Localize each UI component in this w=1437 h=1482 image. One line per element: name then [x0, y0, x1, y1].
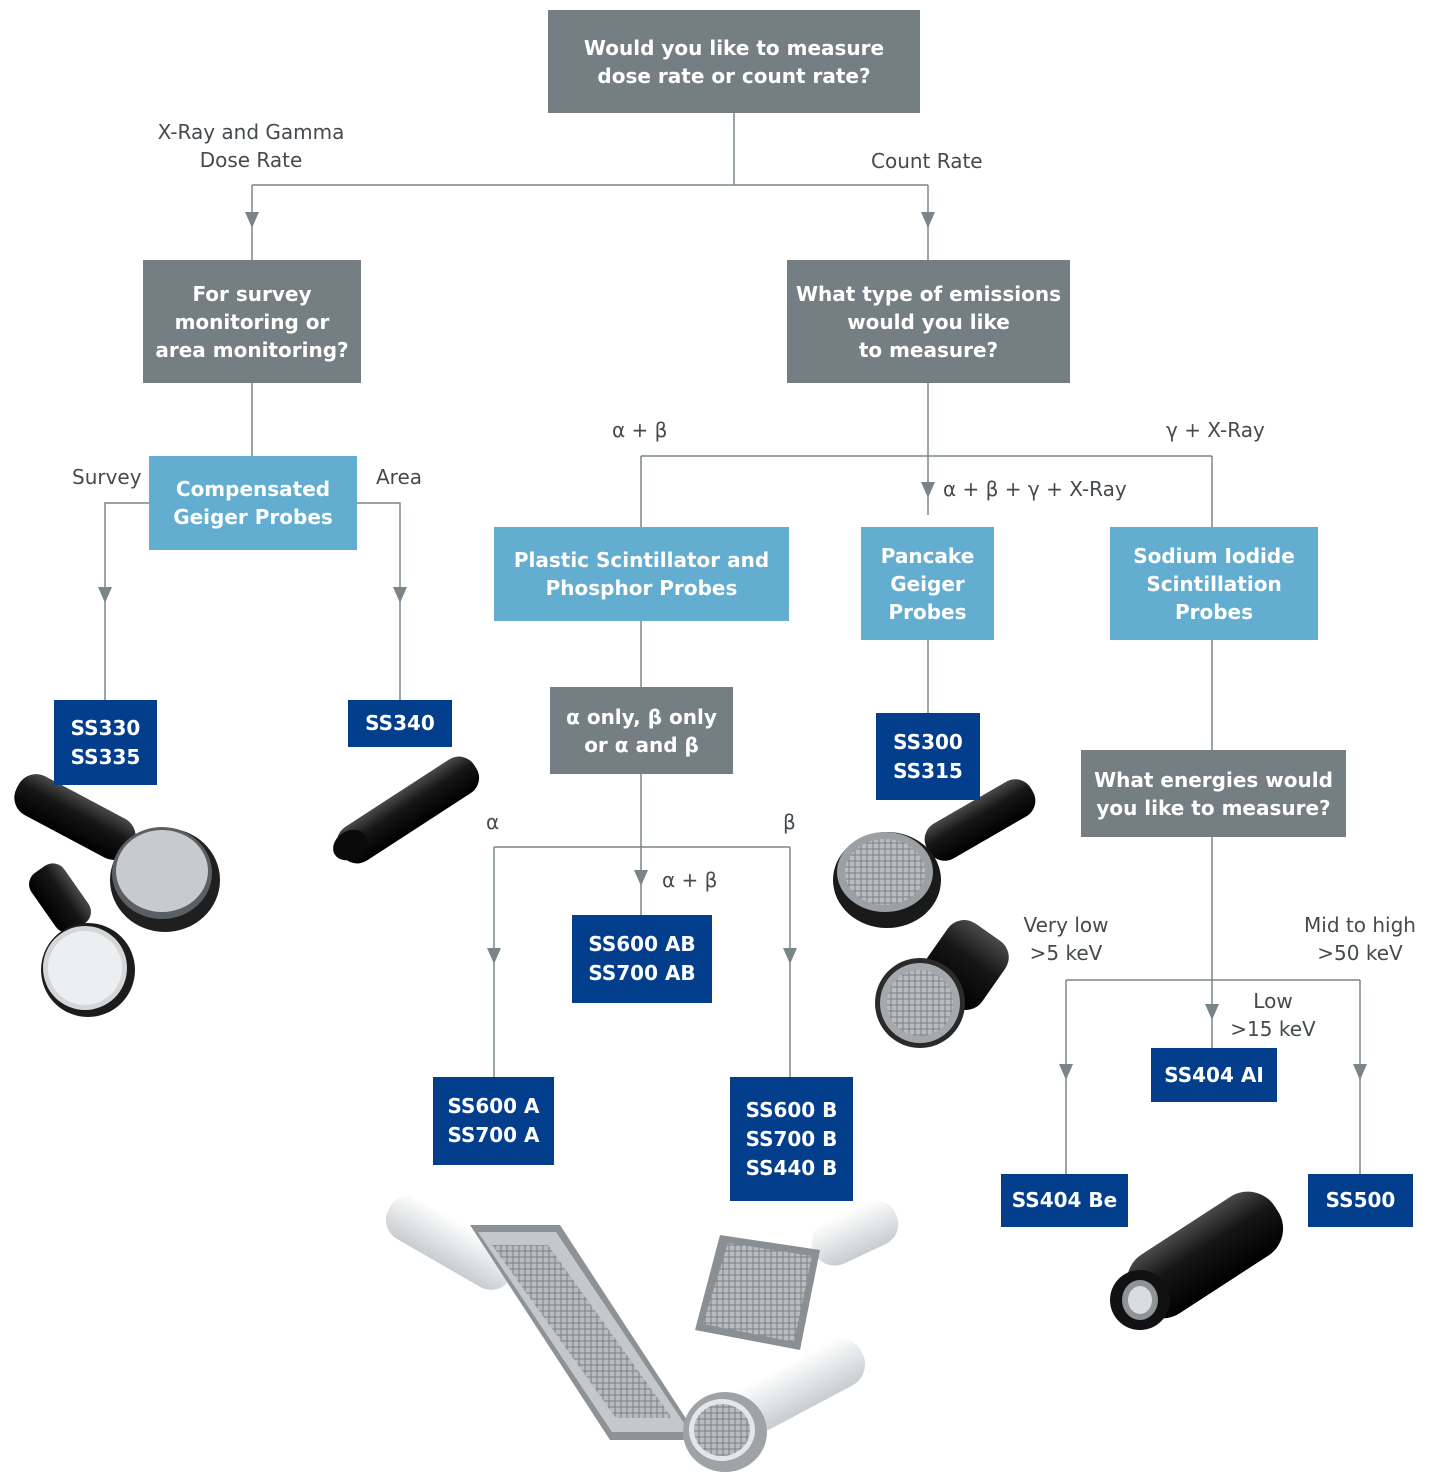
product-ss500-text: SS500: [1325, 1188, 1396, 1212]
label-survey: Survey: [72, 465, 142, 489]
label-all-emissions: α + β + γ + X-Ray: [943, 477, 1127, 501]
product-ss330-ss335: SS330 SS335: [54, 700, 157, 785]
category-sodium-iodide: Sodium Iodide Scintillation Probes: [1110, 527, 1318, 640]
label-dose-rate: X-Ray and Gamma Dose Rate: [157, 120, 345, 172]
ss340-probe-image: [333, 756, 480, 864]
label-gamma-xray: γ + X-Ray: [1166, 418, 1265, 442]
label-count-rate: Count Rate: [871, 149, 983, 173]
question-emission-type-text: What type of emissions would you like to…: [796, 281, 1061, 362]
product-ss600ab-ss700ab: SS600 AB SS700 AB: [572, 915, 712, 1003]
question-energies-text: What energies would you like to measure?: [1094, 767, 1333, 820]
question-dose-or-count-text: Would you like to measure dose rate or c…: [583, 35, 885, 88]
product-ss404ai-text: SS404 AI: [1164, 1062, 1264, 1087]
product-ss600ab-ss700ab-text: SS600 AB SS700 AB: [588, 932, 696, 985]
question-dose-or-count: Would you like to measure dose rate or c…: [548, 10, 920, 113]
question-alpha-beta: α only, β only or α and β: [550, 687, 733, 774]
product-ss300-ss315: SS300 SS315: [876, 713, 980, 800]
question-survey-or-area: For survey monitoring or area monitoring…: [143, 260, 361, 383]
label-alpha-plus-beta: α + β: [612, 418, 668, 442]
label-mid-high-energy: Mid to high >50 keV: [1304, 913, 1416, 965]
product-ss600a-ss700a: SS600 A SS700 A: [433, 1077, 554, 1165]
product-ss600a-ss700a-text: SS600 A SS700 A: [447, 1094, 540, 1147]
label-very-low-energy: Very low >5 keV: [1023, 913, 1109, 965]
product-ss600b-ss700b-ss440b-text: SS600 B SS700 B SS440 B: [745, 1097, 838, 1180]
product-ss404be-text: SS404 Be: [1011, 1188, 1118, 1212]
category-pancake-geiger-text: Pancake Geiger Probes: [880, 543, 975, 624]
question-survey-or-area-text: For survey monitoring or area monitoring…: [155, 281, 349, 362]
product-ss300-ss315-text: SS300 SS315: [893, 729, 963, 783]
product-ss330-ss335-text: SS330 SS335: [70, 715, 141, 769]
product-ss600b-ss700b-ss440b: SS600 B SS700 B SS440 B: [730, 1077, 853, 1201]
question-emission-type: What type of emissions would you like to…: [787, 260, 1070, 383]
product-ss500: SS500: [1308, 1174, 1413, 1227]
label-alpha-beta-branch: α + β: [662, 868, 718, 892]
question-alpha-beta-text: α only, β only or α and β: [566, 704, 717, 757]
product-ss340-text: SS340: [365, 711, 435, 735]
connector-arrowheads: [98, 212, 1367, 1080]
label-low-energy: Low >15 keV: [1230, 989, 1316, 1041]
question-energies: What energies would you like to measure?: [1081, 750, 1346, 837]
connector-lines: [104, 113, 1361, 1174]
category-plastic-scintillator-text: Plastic Scintillator and Phosphor Probes: [513, 548, 770, 600]
plastic-scintillator-probe-image: [385, 1196, 899, 1472]
product-ss404ai: SS404 AI: [1151, 1048, 1277, 1102]
category-plastic-scintillator: Plastic Scintillator and Phosphor Probes: [494, 527, 789, 621]
product-ss404be: SS404 Be: [1001, 1174, 1128, 1227]
category-sodium-iodide-text: Sodium Iodide Scintillation Probes: [1133, 543, 1295, 624]
sodium-iodide-probe-image: [1110, 1191, 1284, 1330]
label-area: Area: [376, 465, 423, 489]
pancake-geiger-probe-image: [833, 779, 1036, 1048]
label-alpha: α: [486, 810, 500, 834]
category-compensated-geiger: Compensated Geiger Probes: [149, 456, 357, 550]
category-compensated-geiger-text: Compensated Geiger Probes: [173, 477, 333, 529]
category-pancake-geiger: Pancake Geiger Probes: [861, 527, 994, 640]
label-beta: β: [783, 810, 796, 834]
compensated-geiger-probe-image: [14, 774, 220, 1017]
product-ss340: SS340: [348, 700, 452, 747]
